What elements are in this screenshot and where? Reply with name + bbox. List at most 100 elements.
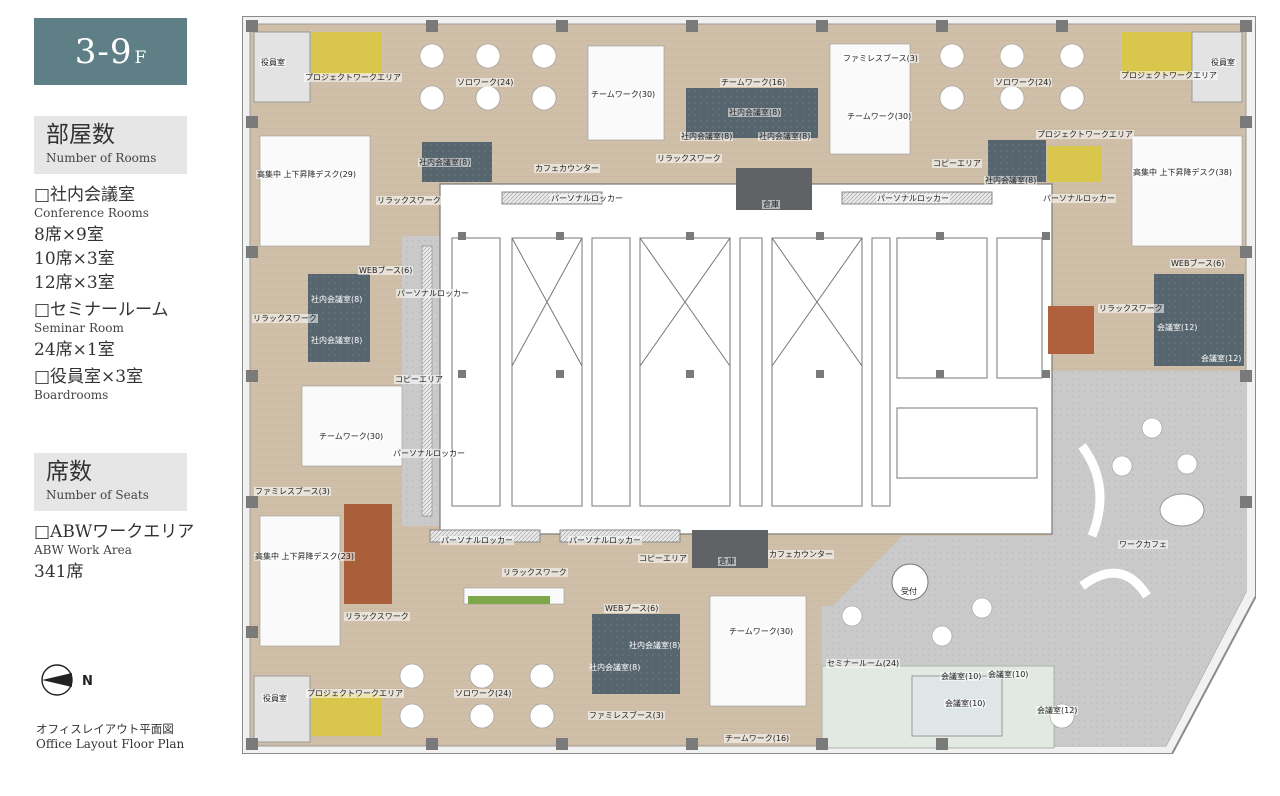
reception-desk — [891, 563, 929, 601]
label-solo-top-right: ソロワーク(24) — [994, 78, 1053, 87]
label-conf-8-bottom-a: 社内会議室(8) — [629, 641, 681, 650]
label-project-tr2: プロジェクトワークエリア — [1036, 130, 1134, 139]
label-project-tr: プロジェクトワークエリア — [1120, 71, 1218, 80]
label-conf-10-c: 会議室(10) — [944, 699, 987, 708]
floor-unit: F — [134, 47, 147, 68]
label-project-bl: プロジェクトワークエリア — [306, 689, 404, 698]
conf-rooms-bottom — [592, 614, 680, 694]
rooms-title-en: Number of Rooms — [46, 151, 157, 165]
label-locker-left: パーソナルロッカー — [396, 289, 470, 298]
label-team-30-top-right: チームワーク(30) — [846, 112, 913, 121]
label-conf-8-left-top: 社内会議室(8) — [418, 158, 472, 167]
conference-label-jp: □社内会議室 — [34, 185, 136, 205]
structural-columns — [246, 20, 1252, 750]
label-web-booth-right: WEBブース(6) — [1170, 259, 1226, 268]
planter — [468, 596, 550, 604]
label-focus-desk-23: 高集中 上下昇降デスク(23) — [254, 552, 355, 561]
cafe-table — [1159, 493, 1205, 527]
relax-booth-right — [1048, 306, 1094, 354]
label-reception: 受付 — [901, 587, 917, 596]
solo-pods — [399, 43, 1198, 729]
conf-rooms-right — [1154, 274, 1244, 366]
label-relax-right: リラックスワーク — [1098, 304, 1164, 313]
abw-seat-count: 341席 — [34, 562, 84, 582]
floor-plan: 役員室 プロジェクトワークエリア ソロワーク(24) チームワーク(30) チー… — [242, 16, 1256, 754]
abw-label-jp: □ABWワークエリア — [34, 522, 195, 542]
abw-label-en: ABW Work Area — [34, 543, 132, 557]
label-team-30-bottom: チームワーク(30) — [728, 627, 795, 636]
label-team-16-top: チームワーク(16) — [720, 78, 787, 87]
conference-count: 8席×9室 — [34, 225, 104, 245]
label-family-booth-top: ファミレスブース(3) — [842, 54, 919, 63]
label-conf-10-a: 会議室(10) — [940, 672, 983, 681]
label-boardroom-tr: 役員室 — [1210, 58, 1236, 67]
label-cafe-counter-top: カフェカウンター — [534, 164, 600, 173]
project-area-tl — [312, 32, 382, 74]
label-work-cafe: ワークカフェ — [1118, 540, 1168, 549]
label-web-booth-bottom: WEBブース(6) — [604, 604, 660, 613]
label-family-booth-left: ファミレスブース(3) — [254, 487, 331, 496]
label-locker-top-a: パーソナルロッカー — [550, 194, 624, 203]
seats-legend: □ABWワークエリア ABW Work Area 341席 — [34, 521, 214, 584]
label-locker-top-b: パーソナルロッカー — [876, 194, 950, 203]
label-locker-top-c: パーソナルロッカー — [1042, 194, 1116, 203]
cafe-bench-curve — [1078, 443, 1105, 538]
seats-section-header: 席数 Number of Seats — [34, 453, 187, 511]
label-conf-8-top-b: 社内会議室(8) — [680, 132, 734, 141]
project-area-tr — [1122, 32, 1192, 74]
label-copy-top: コピーエリア — [932, 159, 982, 168]
label-relax-bottom-left: リラックスワーク — [344, 612, 410, 621]
label-relax-bottom-mid: リラックスワーク — [502, 568, 568, 577]
label-conf-12-b: 会議室(12) — [1201, 354, 1242, 363]
label-conf-8-left-a: 社内会議室(8) — [311, 295, 363, 304]
seminar-label-jp: □セミナールーム — [34, 300, 169, 320]
floor-number: 3-9 — [74, 31, 133, 72]
label-locker-bottom-b: パーソナルロッカー — [568, 536, 642, 545]
floor-plan-drawing — [242, 16, 1256, 754]
label-storage-bottom: 倉庫 — [718, 557, 736, 566]
label-team-30-left: チームワーク(30) — [318, 432, 385, 441]
label-relax-left-a: リラックスワーク — [376, 196, 442, 205]
compass-arrow — [42, 673, 72, 687]
label-team-30-top: チームワーク(30) — [590, 90, 657, 99]
central-core — [439, 183, 1053, 535]
label-locker-left-b: パーソナルロッカー — [392, 449, 466, 458]
label-conf-12-a: 会議室(12) — [1157, 323, 1198, 332]
label-focus-desk-29: 高集中 上下昇降デスク(29) — [256, 170, 357, 179]
label-copy-bottom: コピーエリア — [638, 554, 688, 563]
seminar-label-en: Seminar Room — [34, 321, 124, 335]
boardroom-tr — [1191, 31, 1243, 103]
desk-blocks — [259, 43, 1243, 707]
cafe-counter-curve — [1079, 568, 1151, 599]
conf-room-top-right — [988, 140, 1046, 182]
label-cafe-counter-bottom: カフェカウンター — [768, 550, 834, 559]
conference-label-en: Conference Rooms — [34, 206, 149, 220]
label-conf-8-top-right: 社内会議室(8) — [984, 176, 1038, 185]
label-solo-bottom: ソロワーク(24) — [454, 689, 513, 698]
label-boardroom-bl: 役員室 — [262, 694, 288, 703]
boardroom-label-jp: □役員室×3室 — [34, 367, 144, 387]
boardroom-label-en: Boardrooms — [34, 388, 109, 402]
label-conf-8-top-a: 社内会議室(8) — [728, 108, 782, 117]
rooms-section-header: 部屋数 Number of Rooms — [34, 116, 187, 174]
label-focus-desk-38: 高集中 上下昇降デスク(38) — [1132, 168, 1233, 177]
compass-icon: N — [41, 664, 93, 696]
label-conf-10-b: 会議室(10) — [987, 670, 1030, 679]
label-storage-top: 倉庫 — [762, 200, 780, 209]
boardroom-tl — [253, 31, 311, 103]
label-relax-top-mid: リラックスワーク — [656, 154, 722, 163]
caption-jp: オフィスレイアウト平面図 — [36, 722, 174, 736]
seats-title-jp: 席数 — [46, 459, 92, 485]
label-conf-8-bottom-b: 社内会議室(8) — [589, 663, 641, 672]
label-web-booth-left: WEBブース(6) — [358, 266, 414, 275]
seats-title-en: Number of Seats — [46, 488, 149, 502]
label-conf-8-top-c: 社内会議室(8) — [758, 132, 812, 141]
label-locker-bottom-a: パーソナルロッカー — [440, 536, 514, 545]
label-relax-left-b: リラックスワーク — [252, 314, 318, 323]
core-shafts — [451, 237, 1043, 507]
seminar-count: 24席×1室 — [34, 340, 115, 360]
label-conf-12-bottom: 会議室(12) — [1036, 706, 1079, 715]
label-conf-8-left-b: 社内会議室(8) — [311, 336, 363, 345]
conference-count: 12席×3室 — [34, 273, 115, 293]
boardroom-bl — [253, 675, 311, 743]
